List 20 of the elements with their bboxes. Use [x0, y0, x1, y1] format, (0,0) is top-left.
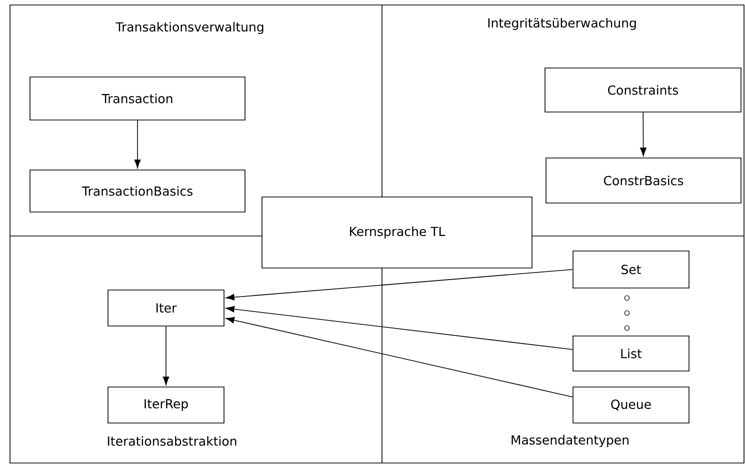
- section-title: Transaktionsverwaltung: [116, 22, 264, 34]
- arrow: [226, 316, 573, 398]
- class-box: List: [572, 336, 690, 372]
- arrow: [134, 120, 141, 168]
- class-box: Kernsprache TL: [262, 196, 532, 268]
- class-box: ConstrBasics: [546, 158, 742, 204]
- section-title: Massendatentypen: [512, 434, 628, 448]
- arrow: [226, 269, 573, 300]
- class-box: TransactionBasics: [30, 170, 246, 212]
- class-box: Constraints: [544, 68, 742, 112]
- class-box: Iter: [108, 290, 224, 326]
- class-box: Transaction: [30, 76, 246, 120]
- class-box: Set: [572, 250, 690, 288]
- arrow: [162, 326, 170, 386]
- arrow: [640, 112, 647, 156]
- class-box: Queue: [572, 386, 690, 424]
- arrow: [226, 306, 573, 350]
- section-title: Integritätsüberwachung: [488, 18, 636, 30]
- section-title: Iterationsabstraktion: [108, 436, 236, 446]
- class-box: IterRep: [108, 386, 224, 424]
